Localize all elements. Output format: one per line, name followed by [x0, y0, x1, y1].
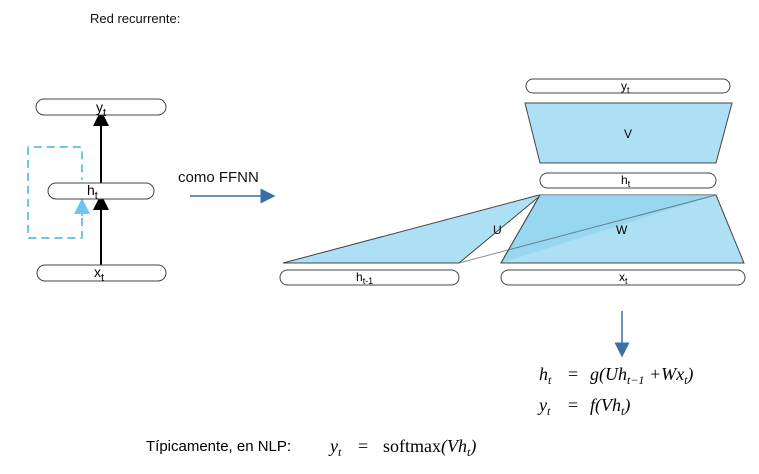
right-node-h-prev: ht-1 — [279, 269, 460, 286]
svg-text:f(Vht): f(Vht) — [590, 395, 630, 418]
u-label: U — [493, 223, 502, 237]
w-label: W — [616, 223, 628, 237]
svg-text:softmax(Vht): softmax(Vht) — [383, 436, 476, 459]
svg-text:xt: xt — [94, 264, 104, 284]
svg-text:ht: ht — [539, 364, 552, 387]
equation-output: yt = f(Vht) — [537, 395, 630, 418]
svg-text:yt: yt — [96, 99, 106, 119]
svg-text:xt: xt — [619, 270, 628, 286]
svg-text:ht: ht — [621, 173, 631, 189]
svg-text:yt: yt — [328, 436, 342, 459]
svg-text:yt: yt — [537, 395, 551, 418]
svg-text:=: = — [358, 436, 368, 456]
left-node-y: yt — [35, 98, 167, 119]
svg-text:=: = — [568, 395, 578, 415]
w-edge — [500, 194, 541, 264]
v-label: V — [624, 127, 632, 141]
equation-hidden: ht = g(Uht−1 +Wxt) — [539, 364, 693, 387]
transition-label: como FFNN — [178, 169, 259, 186]
left-node-x: xt — [36, 264, 167, 284]
v-weights — [524, 102, 733, 164]
footer-label: Típicamente, en NLP: — [146, 438, 291, 455]
footer-equation: yt = softmax(Vht) — [328, 436, 476, 459]
svg-text:yt: yt — [621, 79, 630, 95]
svg-text:ht: ht — [87, 182, 98, 202]
svg-text:g(Uht−1 +Wxt): g(Uht−1 +Wxt) — [590, 364, 693, 387]
svg-text:ht-1: ht-1 — [356, 270, 373, 286]
u-w-overlap — [501, 195, 716, 263]
right-node-h: ht — [539, 172, 717, 189]
right-node-y: yt — [525, 78, 731, 95]
u-weights — [282, 194, 543, 264]
svg-text:=: = — [568, 364, 578, 384]
u-diagonal — [458, 194, 717, 264]
left-node-h: ht — [47, 182, 155, 202]
diagram-title: Red recurrente: — [90, 11, 180, 26]
right-node-x: xt — [500, 269, 746, 286]
recurrence-loop — [27, 146, 83, 239]
